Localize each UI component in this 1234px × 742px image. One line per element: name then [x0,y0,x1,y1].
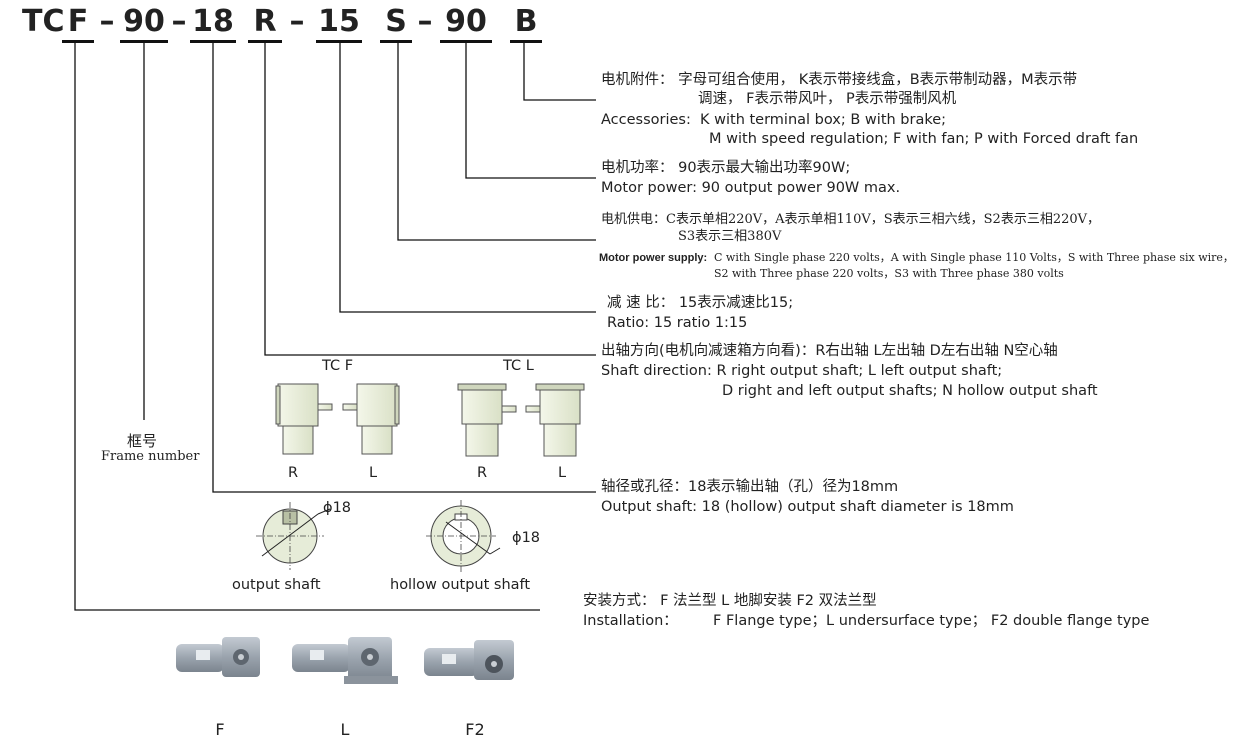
code-underline [62,40,94,43]
code-seg-supply: S [385,4,407,39]
code-underline [440,40,492,43]
tcl-r-label: R [477,465,488,481]
code-seg-direction: R [253,4,277,39]
tcl-l-label: L [558,465,567,481]
output-shaft-cn: 轴径或孔径：18表示输出轴（孔）径为18mm [601,479,899,495]
motor-tcf-r-icon [275,383,333,455]
mount-f2-icon [424,640,514,680]
hollow-shaft-dim: ϕ18 [512,530,541,546]
code-dash: – [99,4,115,39]
mount-f-label: F [215,720,225,739]
shaft-direction-en-line1: Shaft direction: R right output shaft; L… [601,363,1003,379]
solid-shaft-dim: ϕ18 [323,500,352,516]
code-seg-power: 90 [445,4,487,39]
tcf-r-label: R [288,465,299,481]
mount-l-icon [292,637,398,684]
mount-l-label: L [340,720,350,739]
leader-lines [74,43,596,611]
tcl-title: TC L [503,358,534,374]
code-underline [510,40,542,43]
code-underline [120,40,168,43]
motor-tcl-r-icon [457,383,517,457]
accessories-cn-line2: 调速， F表示带风叶， P表示带强制风机 [698,91,957,107]
frame-en: Frame number [101,449,200,464]
accessories-cn-line1: 电机附件： 字母可组合使用， K表示带接线盒，B表示带制动器，M表示带 [601,72,1078,88]
code-seg-frame-type: F [67,4,89,39]
code-dash: – [417,4,433,39]
shaft-direction-cn: 出轴方向(电机向减速箱方向看)：R右出轴 L左出轴 D左右出轴 N空心轴 [601,343,1058,359]
accessories-en-line1: K with terminal box; B with brake; [700,112,947,128]
code-underline [316,40,362,43]
accessories-en-line2: M with speed regulation; F with fan; P w… [709,131,1139,147]
code-underline [380,40,412,43]
code-underline [248,40,282,43]
installation-en: F Flange type；L undersurface type； F2 do… [713,613,1150,629]
tcf-l-label: L [369,465,378,481]
solid-shaft-icon [256,502,331,570]
accessories-en-label: Accessories: [601,112,691,128]
mount-type-drawings [176,637,514,684]
installation-cn: 安装方式： F 法兰型 L 地脚安装 F2 双法兰型 [583,593,877,609]
power-supply-en-line1: C with Single phase 220 volts，A with Sin… [714,251,1234,264]
motor-power-en: Motor power: 90 output power 90W max. [601,180,901,196]
output-shaft-en: Output shaft: 18 (hollow) output shaft d… [601,499,1014,515]
power-supply-en-line2: S2 with Three phase 220 volts，S3 with Th… [714,267,1064,280]
ratio-cn: 减 速 比： 15表示减速比15; [607,295,794,311]
hollow-shaft-icon [426,500,501,572]
power-supply-cn-line1: 电机供电：C表示单相220V，A表示单相110V，S表示三相六线，S2表示三相2… [601,212,1101,227]
motor-tcl-l-icon [525,383,585,457]
installation-en-label: Installation： [583,613,678,629]
code-dash: – [289,4,305,39]
code-seg-tc: TC [22,4,65,39]
code-dash: – [171,4,187,39]
solid-shaft-label: output shaft [232,577,321,593]
hollow-shaft-label: hollow output shaft [390,577,531,593]
mount-f-icon [176,637,260,677]
direction-motor-drawings [275,383,585,457]
shaft-figures [256,500,501,572]
code-seg-shaft: 18 [192,4,234,39]
motor-power-cn: 电机功率： 90表示最大输出功率90W; [601,160,851,176]
motor-tcf-l-icon [342,383,400,455]
code-seg-accessory: B [514,4,538,39]
code-seg-frame: 90 [123,4,165,39]
shaft-direction-en-line2: D right and left output shafts; N hollow… [722,383,1098,399]
power-supply-en-label: Motor power supply: [599,252,708,264]
power-supply-cn-line2: S3表示三相380V [678,229,782,244]
code-underline [190,40,236,43]
frame-cn: 框号 [127,432,158,450]
ratio-en: Ratio: 15 ratio 1:15 [607,315,748,331]
code-seg-ratio: 15 [318,4,360,39]
mount-f2-label: F2 [465,720,485,739]
tcf-title: TC F [322,358,354,374]
